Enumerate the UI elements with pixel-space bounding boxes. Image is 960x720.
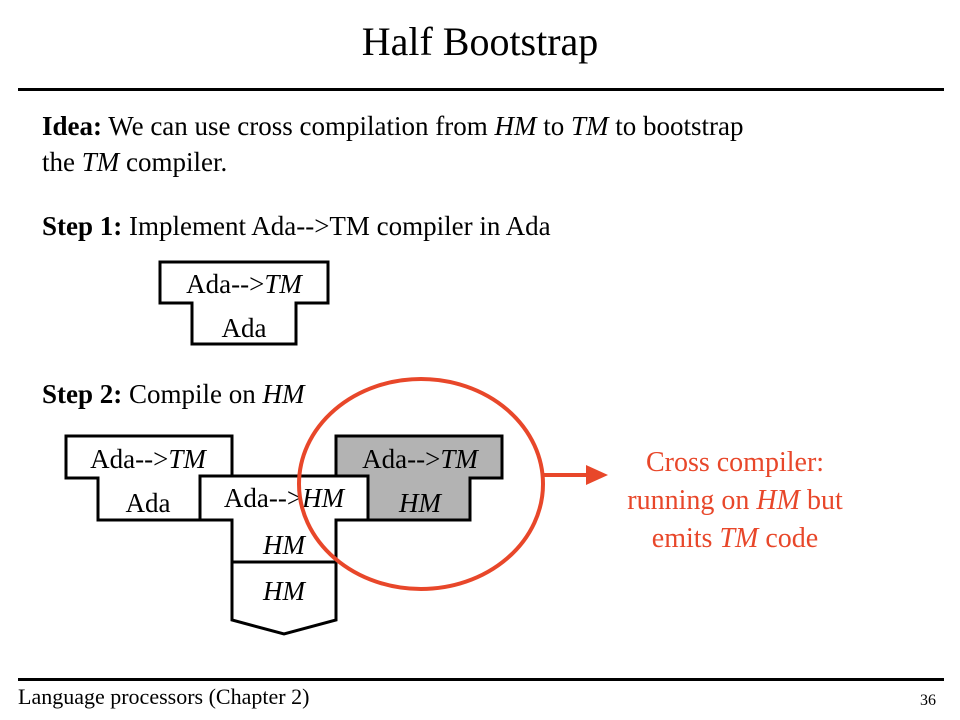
idea-line-2: the TM compiler. (42, 144, 227, 180)
page-number: 36 (920, 692, 936, 709)
idea-text-1: We can use cross compilation from (102, 111, 495, 141)
step2-line: Step 2: Compile on HM (42, 376, 305, 412)
t-diagram-top-label: Ada-->TM (90, 444, 207, 474)
step1-line: Step 1: Implement Ada-->TM compiler in A… (42, 208, 551, 244)
idea-hm: HM (494, 111, 537, 141)
idea-text-2: to (536, 111, 571, 141)
step2-hm: HM (262, 379, 305, 409)
idea-tm: TM (571, 111, 609, 141)
highlight-ellipse (297, 377, 545, 591)
step2-result-t-diagram: Ada-->TM HM (334, 434, 504, 522)
page-title: Half Bootstrap (361, 19, 599, 64)
t-diagram-bottom-label: Ada (222, 313, 267, 343)
step1-t-diagram: Ada-->TM Ada (158, 260, 330, 346)
idea-line-1: Idea: We can use cross compilation from … (42, 108, 744, 144)
step1-label: Step 1: (42, 211, 123, 241)
step2-label: Step 2: (42, 379, 123, 409)
t-diagram-bottom-label: HM (262, 530, 306, 560)
machine-shape (230, 560, 338, 636)
idea-text-3: to bootstrap (608, 111, 744, 141)
step1-text: Implement Ada-->TM compiler in Ada (122, 211, 551, 241)
idea-text-4: the (42, 147, 82, 177)
t-diagram-top-label: Ada-->TM (362, 444, 479, 474)
t-diagram-shape (158, 260, 330, 346)
note-line-2: running on HM but (627, 485, 843, 516)
idea-text-5: compiler. (119, 147, 228, 177)
t-diagram-top-label: Ada-->TM (186, 269, 303, 299)
highlight-arrow-head (586, 465, 608, 485)
t-diagram-bottom-label: HM (398, 488, 442, 518)
step2-source-t-diagram: Ada-->TM Ada (64, 434, 234, 522)
t-diagram-bottom-label: Ada (126, 488, 171, 518)
machine-label: HM (262, 576, 306, 606)
note-line-1: Cross compiler: (645, 447, 825, 478)
step2-compiler-t-diagram: Ada-->HM HM (198, 474, 370, 564)
step2-text: Compile on (122, 379, 263, 409)
t-diagram-top-label: Ada-->HM (224, 483, 346, 513)
cross-compiler-note: Cross compiler: running on HM but emits … (600, 444, 870, 558)
title-divider (18, 88, 944, 91)
idea-tm-2: TM (81, 147, 120, 177)
note-line-3: emits TM code (651, 523, 819, 554)
idea-label: Idea: (42, 111, 102, 141)
footer-divider (18, 678, 944, 681)
footer-text: Language processors (Chapter 2) (18, 684, 310, 709)
step2-machine: HM (230, 560, 338, 636)
